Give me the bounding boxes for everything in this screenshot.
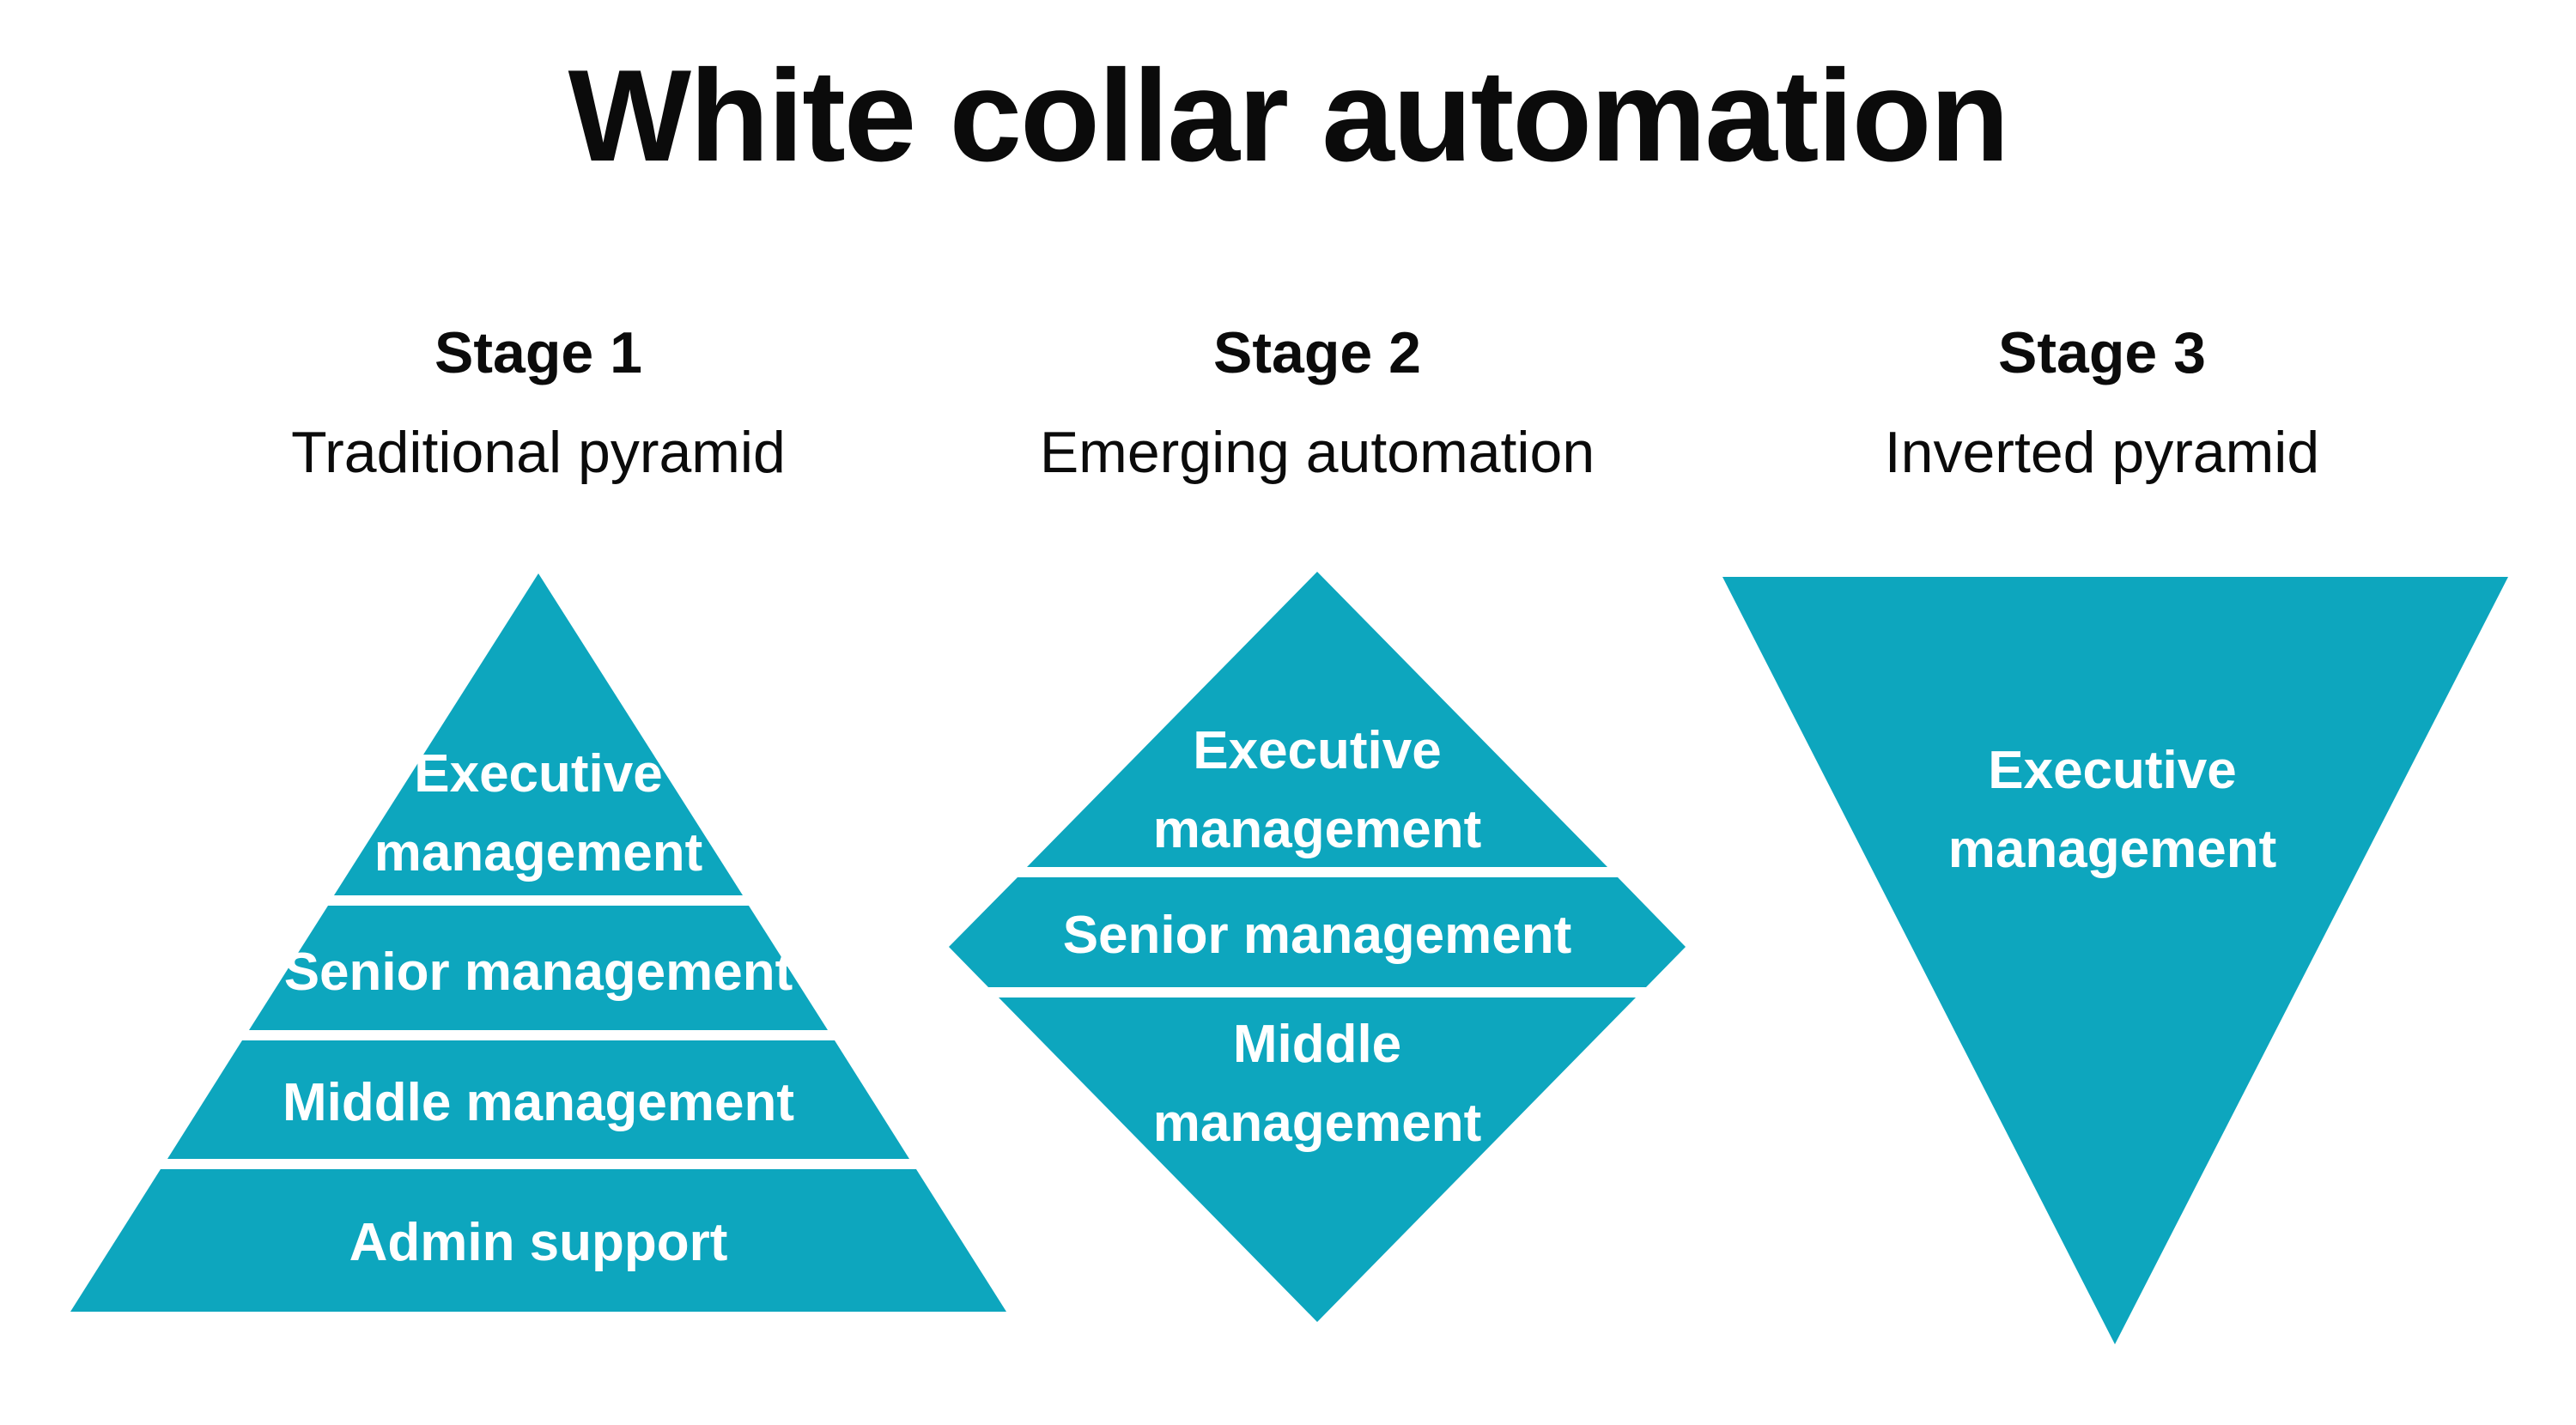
stage2-label-executive-management: Executive management — [1152, 721, 1482, 859]
stage2-subtitle: Emerging automation — [1039, 420, 1595, 485]
stage2-layer-middle-shape — [999, 998, 1636, 1322]
stage2-layer-executive-shape — [1027, 572, 1607, 867]
stage1-label-middle-management: Middle management — [283, 1073, 794, 1133]
stage3-label-executive-management: Executive management — [1947, 741, 2277, 879]
stage2-label-senior-management: Senior management — [1062, 906, 1572, 966]
stage1-subtitle: Traditional pyramid — [291, 420, 786, 485]
stage2-layer-senior-shape — [949, 877, 1686, 987]
stage2-label-middle-management: Middle management — [1152, 1015, 1482, 1153]
stage3-layer-executive-shape — [1722, 577, 2508, 1344]
stage1-label-executive-management: Executive management — [374, 744, 703, 882]
stage2-name: Stage 2 — [1213, 320, 1421, 385]
stage1-layer-executive-shape — [334, 573, 743, 895]
stage1-name: Stage 1 — [434, 320, 642, 385]
stage1-layer-admin-shape — [70, 1169, 1006, 1312]
stage3-name: Stage 3 — [1998, 320, 2206, 385]
stage1-layer-middle-shape — [167, 1040, 909, 1159]
stage1-label-senior-management: Senior management — [283, 943, 793, 1003]
stage1-header: Stage 1 Traditional pyramid — [291, 319, 786, 486]
stage1-label-admin-support: Admin support — [349, 1213, 728, 1273]
page-title: White collar automation — [568, 43, 2010, 189]
stage3-header: Stage 3 Inverted pyramid — [1885, 319, 2319, 486]
stage1-layer-senior-shape — [249, 906, 828, 1030]
stage2-header: Stage 2 Emerging automation — [1040, 319, 1595, 486]
stage3-subtitle: Inverted pyramid — [1884, 420, 2320, 485]
